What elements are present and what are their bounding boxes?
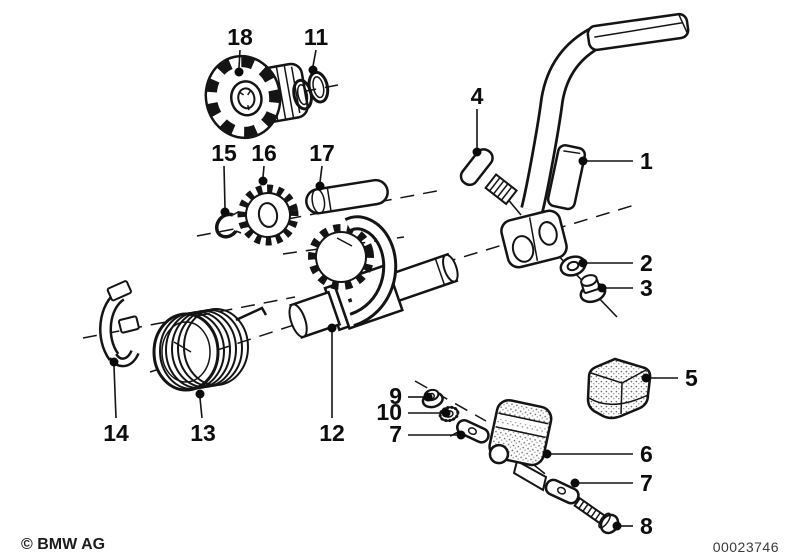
part-7-clamp-lower (544, 478, 580, 505)
callout-1-label[interactable]: 1 (640, 148, 653, 174)
callout-8-label[interactable]: 8 (640, 513, 653, 539)
callout-10[interactable]: 10 (376, 399, 451, 425)
callout-4[interactable]: 4 (471, 83, 484, 157)
callout-2[interactable]: 2 (578, 250, 653, 276)
part-4-detent-pin (459, 148, 518, 206)
callout-6[interactable]: 6 (542, 441, 653, 467)
callout-7-upper[interactable]: 7 (389, 421, 466, 447)
callout-18-label[interactable]: 18 (227, 24, 253, 50)
callout-9[interactable]: 9 (389, 383, 433, 409)
part-15-circlip (214, 211, 242, 239)
callout-14[interactable]: 14 (103, 357, 129, 447)
part-12-shaft-assembly (288, 215, 459, 339)
part-14-pawl (99, 280, 140, 368)
callout-11-label[interactable]: 11 (304, 24, 329, 50)
part-6-kickstart-rubber (488, 399, 553, 492)
part-13-return-spring (152, 306, 268, 392)
callout-17-label[interactable]: 17 (309, 140, 335, 166)
copyright-text: © BMW AG (21, 536, 105, 553)
callout-12[interactable]: 12 (319, 323, 345, 447)
callout-12-label[interactable]: 12 (319, 420, 345, 446)
callout-15-label[interactable]: 15 (211, 140, 237, 166)
callout-2-label[interactable]: 2 (640, 250, 653, 276)
callouts: 18 11 15 16 17 4 1 2 (103, 24, 698, 539)
part-16-gear (237, 184, 299, 246)
callout-3[interactable]: 3 (597, 275, 653, 301)
image-number: 00023746 (713, 539, 779, 555)
callout-8[interactable]: 8 (612, 513, 654, 539)
callout-13-label[interactable]: 13 (190, 420, 216, 446)
part-17-pin (305, 178, 389, 215)
callout-7-lower[interactable]: 7 (570, 470, 653, 496)
callout-14-label[interactable]: 14 (103, 420, 129, 446)
part-5-rubber-block (586, 357, 652, 420)
callout-15[interactable]: 15 (211, 140, 237, 217)
callout-17[interactable]: 17 (309, 140, 335, 191)
callout-16[interactable]: 16 (251, 140, 277, 186)
callout-9-label[interactable]: 9 (389, 383, 402, 409)
callout-1[interactable]: 1 (578, 148, 654, 174)
callout-16-label[interactable]: 16 (251, 140, 277, 166)
part-18-kickstarter-wheel (204, 54, 309, 140)
callout-3-label[interactable]: 3 (640, 275, 653, 301)
part-7-clamp-upper (449, 419, 490, 444)
callout-7-lower-label[interactable]: 7 (640, 470, 653, 496)
callout-5[interactable]: 5 (641, 365, 699, 391)
callout-6-label[interactable]: 6 (640, 441, 653, 467)
callout-13[interactable]: 13 (190, 389, 216, 447)
part-8-screw (573, 496, 620, 535)
callout-11[interactable]: 11 (304, 24, 329, 75)
part-3-nut (579, 274, 607, 304)
callout-18[interactable]: 18 (227, 24, 253, 77)
callout-7-upper-label[interactable]: 7 (389, 421, 402, 447)
callout-10-label[interactable]: 10 (376, 399, 402, 425)
callout-5-label[interactable]: 5 (685, 365, 698, 391)
part-1-kickstart-lever (500, 12, 690, 269)
callout-4-label[interactable]: 4 (471, 83, 484, 109)
